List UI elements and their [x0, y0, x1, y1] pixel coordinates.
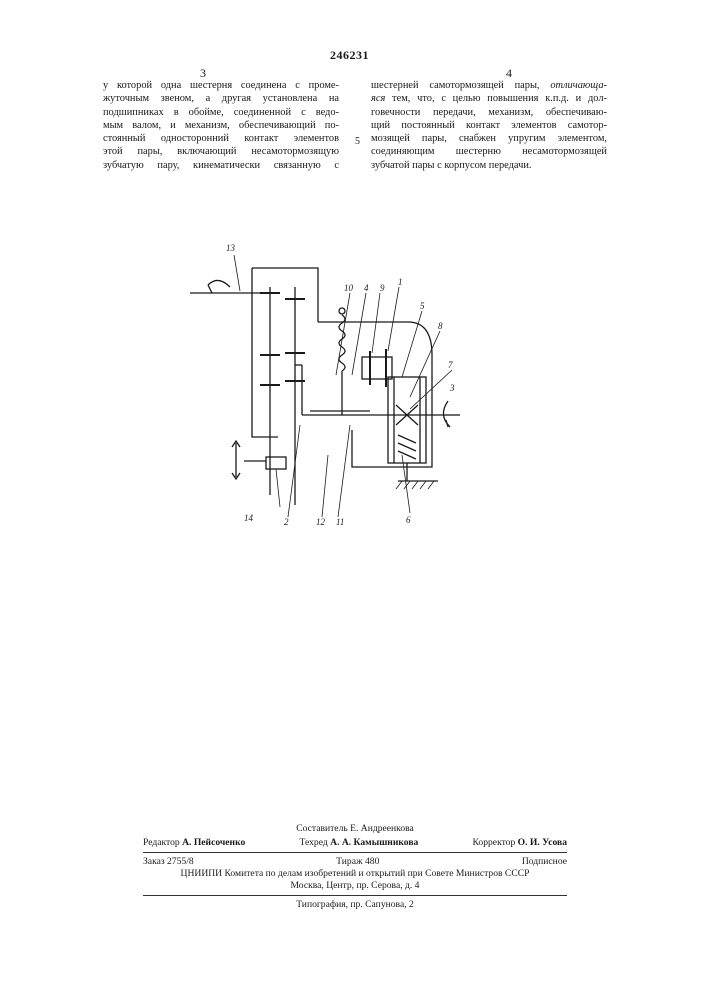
label-8: 8 — [438, 321, 443, 331]
mechanism-drawing: 13 10 4 9 1 5 8 7 3 14 2 12 11 6 — [140, 225, 460, 540]
leader-11 — [338, 425, 350, 517]
techred: Техред А. А. Камышникова — [299, 837, 418, 848]
label-9: 9 — [380, 283, 385, 293]
label-11: 11 — [336, 517, 344, 527]
leader-6 — [402, 455, 410, 513]
leader-1 — [388, 287, 399, 351]
label-3: 3 — [449, 383, 455, 393]
corrector-name: О. И. Усова — [518, 837, 567, 848]
text-fragment: шестерней самотормозящей пары, — [371, 80, 540, 91]
right-housing — [318, 322, 432, 467]
institute-line: ЦНИИПИ Комитета по делам изобретений и о… — [143, 868, 567, 879]
address-line: Москва, Центр, пр. Серова, д. 4 — [143, 880, 567, 891]
text-line: щий постоянный контакт элементов самотор… — [371, 119, 607, 132]
right-text-column: шестерней самотормозящей пары, отличающа… — [371, 79, 607, 172]
subscription: Подписное — [522, 856, 567, 867]
text-line: мым валом, и механизм, обеспечивающий по… — [103, 119, 339, 132]
techred-label: Техред — [299, 837, 327, 848]
label-6: 6 — [406, 515, 411, 525]
leader-8 — [410, 331, 440, 397]
spring-element — [339, 315, 345, 371]
order-number: Заказ 2755/8 — [143, 856, 194, 867]
corrector-label: Корректор — [473, 837, 516, 848]
leader-7 — [410, 370, 452, 409]
compiler-line: Составитель Е. Андреенкова — [143, 823, 567, 834]
worm-thread-a — [398, 435, 416, 443]
text-line: стоянный односторонний контакт элементов — [103, 132, 339, 145]
techred-name: А. А. Камышникова — [330, 837, 418, 848]
leader-14 — [276, 469, 280, 507]
label-13: 13 — [226, 243, 236, 253]
leader-13 — [234, 255, 240, 291]
circulation: Тираж 480 — [336, 856, 379, 867]
editor: Редактор А. Пейсоченко — [143, 837, 245, 848]
label-4: 4 — [364, 283, 369, 293]
leader-12 — [322, 455, 328, 517]
rotation-arrow-head — [208, 285, 212, 293]
leader-10 — [336, 293, 350, 375]
label-14: 14 — [244, 513, 254, 523]
label-1: 1 — [398, 277, 403, 287]
label-10: 10 — [344, 283, 354, 293]
label-12: 12 — [316, 517, 326, 527]
left-text-column: у которой одна шестерня соединена с пром… — [103, 79, 339, 172]
leader-4 — [352, 293, 366, 375]
margin-line-number: 5 — [355, 136, 360, 147]
text-line: зубчатую пару, кинематически связанную с — [103, 159, 339, 172]
editors-row: Редактор А. Пейсоченко Техред А. А. Камы… — [143, 837, 567, 848]
rotation-arrow-input — [208, 280, 230, 287]
text-line: у которой одна шестерня соединена с пром… — [103, 79, 339, 92]
spring-anchor — [339, 308, 345, 314]
footer-divider-top — [143, 852, 567, 853]
leader-2 — [288, 425, 300, 517]
patent-number: 246231 — [330, 48, 369, 63]
printing-line: Типография, пр. Сапунова, 2 — [143, 899, 567, 910]
worm-thread-c — [398, 451, 416, 459]
text-line: жуточным звеном, а другая установлена на — [103, 92, 339, 105]
text-line: зубчатой пары с корпусом передачи. — [371, 159, 607, 172]
editor-name: А. Пейсоченко — [182, 837, 245, 848]
text-line: соединяющим шестерню несамотормозящей — [371, 145, 607, 158]
order-row: Заказ 2755/8 Тираж 480 Подписное — [143, 856, 567, 867]
label-7: 7 — [448, 360, 453, 370]
text-line: говечности передачи, механизм, обеспечив… — [371, 106, 607, 119]
text-line: мозящей пары, снабжен упругим элементом, — [371, 132, 607, 145]
worm-thread-b — [398, 443, 416, 451]
text-fragment: тем, что, с целью повышения к.п.д. и дол… — [392, 93, 607, 104]
leader-5 — [402, 311, 422, 377]
italic-fragment: отличающа- — [550, 80, 607, 91]
label-2: 2 — [284, 517, 289, 527]
text-line: подшипниках в обойме, соединенной с ведо… — [103, 106, 339, 119]
footer-divider-bottom — [143, 895, 567, 896]
italic-fragment: яся — [371, 93, 385, 104]
gear-housing-small — [362, 357, 392, 379]
clutch-block — [266, 457, 286, 469]
label-5: 5 — [420, 301, 425, 311]
leader-9 — [372, 293, 380, 353]
text-line: яся тем, что, с целью повышения к.п.д. и… — [371, 92, 607, 105]
editor-label: Редактор — [143, 837, 180, 848]
ground-hatching — [396, 481, 434, 489]
text-line: шестерней самотормозящей пары, отличающа… — [371, 79, 607, 92]
text-line: этой пары, включающий несамотормозящую — [103, 145, 339, 158]
corrector: Корректор О. И. Усова — [473, 837, 568, 848]
